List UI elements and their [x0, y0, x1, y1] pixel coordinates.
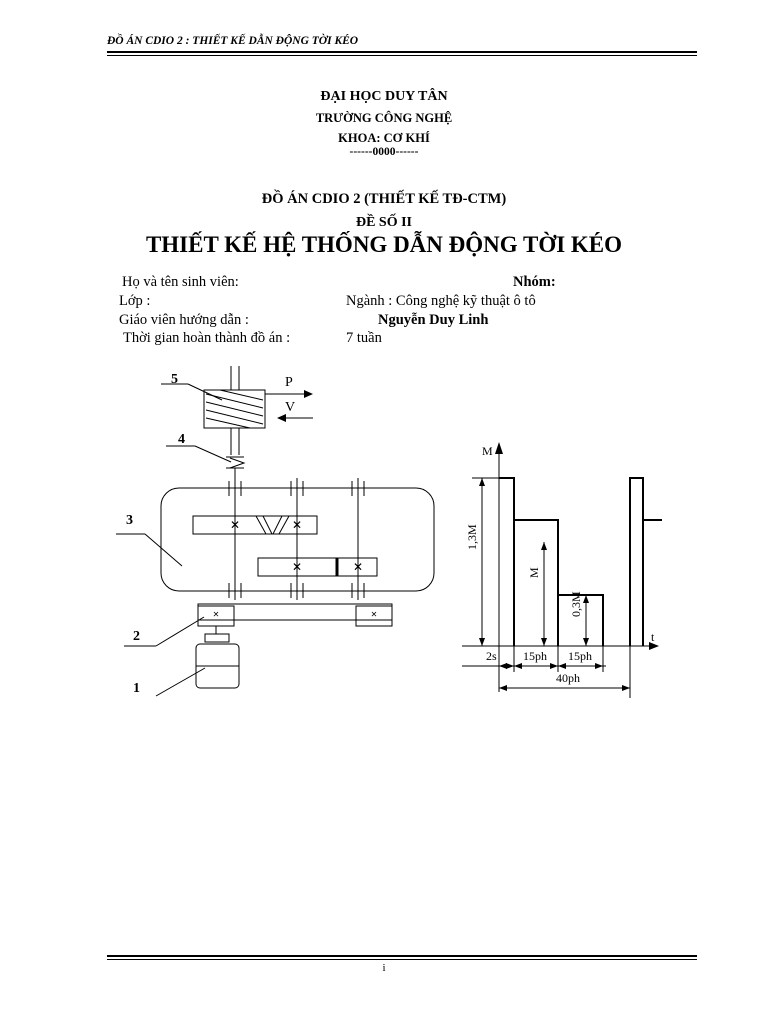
pulley-mark-icon: ✕: [213, 610, 220, 619]
level-label-low: 0,3M: [569, 591, 583, 617]
gear-mark-icon: ✕: [292, 518, 302, 532]
force-label: P: [285, 375, 293, 390]
advisor-name: Nguyễn Duy Linh: [378, 312, 489, 328]
school-name: TRƯỜNG CÔNG NGHỆ: [315, 111, 453, 125]
part-label: 5: [171, 372, 178, 387]
footer-rule-thick: [107, 955, 697, 957]
gear-mark-icon: ✕: [353, 560, 363, 574]
topic-number: ĐỀ SỐ II: [355, 215, 413, 230]
part-label: 2: [133, 629, 140, 644]
duration-value: 7 tuần: [346, 330, 382, 346]
student-label: Họ và tên sinh viên:: [122, 274, 239, 290]
interval-label: 15ph: [523, 649, 547, 663]
separator: ------0000------: [349, 146, 419, 158]
header-rule-thin: [107, 55, 697, 56]
gear-mark-icon: ✕: [230, 518, 240, 532]
page-number: i: [382, 962, 386, 974]
part-label: 3: [126, 513, 133, 528]
chart-x-axis-label: t: [651, 630, 655, 644]
header-rule-thick: [107, 51, 697, 53]
cycle-label: 40ph: [556, 671, 580, 685]
level-label-nominal: M: [527, 567, 541, 578]
faculty-name: KHOA: CƠ KHÍ: [338, 131, 430, 145]
velocity-label: V: [285, 400, 295, 415]
duration-label: Thời gian hoàn thành đồ án :: [123, 330, 291, 346]
group-label: Nhóm:: [513, 274, 556, 290]
level-label-peak: 1,3M: [465, 524, 479, 550]
part-label: 4: [178, 432, 185, 447]
advisor-label: Giáo viên hướng dẫn :: [119, 312, 249, 328]
university-name: ĐẠI HỌC DUY TÂN: [320, 89, 448, 104]
course-title: ĐỒ ÁN CDIO 2 (THIẾT KẾ TĐ-CTM): [261, 191, 507, 207]
chart-y-axis-label: M: [482, 444, 493, 458]
interval-label: 15ph: [568, 649, 592, 663]
interval-label: 2s: [486, 649, 497, 663]
gear-mark-icon: ✕: [292, 560, 302, 574]
project-title: THIẾT KẾ HỆ THỐNG DẪN ĐỘNG TỜI KÉO: [145, 232, 623, 257]
major: Ngành : Công nghệ kỹ thuật ô tô: [346, 293, 536, 309]
footer-rule-thin: [107, 959, 697, 960]
pulley-mark-icon: ✕: [371, 610, 378, 619]
running-header: ĐỒ ÁN CDIO 2 : THIẾT KẾ DẪN ĐỘNG TỜI KÉO: [107, 35, 359, 47]
part-label: 1: [133, 681, 140, 696]
class-label: Lớp :: [119, 293, 151, 309]
